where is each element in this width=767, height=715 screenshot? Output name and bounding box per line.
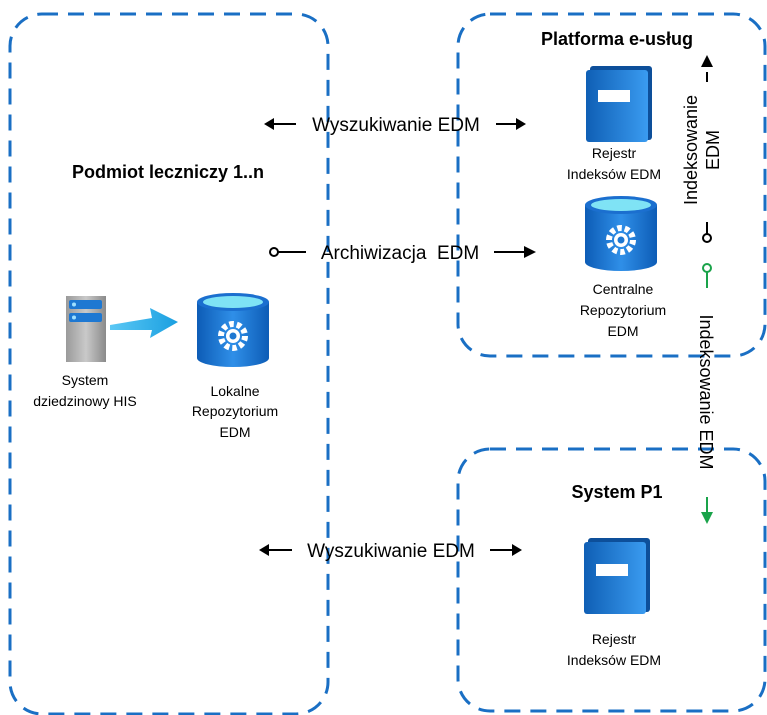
- book-icon: [584, 538, 650, 614]
- local-repo-label-line1: Lokalne: [210, 383, 259, 399]
- region-platforma-box: [456, 12, 767, 358]
- index-down-connector: [701, 263, 713, 524]
- local-repo-label-line3: EDM: [219, 424, 250, 440]
- central-repo-label-line1: Centralne: [593, 281, 654, 297]
- database-icon: [585, 196, 657, 271]
- index-up-label-line2: EDM: [703, 130, 723, 170]
- registry-p1-label-line1: Rejestr: [592, 631, 637, 647]
- search-top-connector: [264, 118, 526, 130]
- book-icon: [586, 66, 652, 142]
- index-down-label: Indeksowanie EDM: [696, 314, 716, 469]
- archive-label: Archiwizacja EDM: [321, 243, 479, 264]
- his-label-line1: System: [62, 372, 109, 388]
- archive-connector: [269, 246, 536, 258]
- region-podmiot-box: [8, 12, 330, 715]
- local-repo-label-line2: Repozytorium: [192, 403, 278, 419]
- central-repo-label-line3: EDM: [607, 323, 638, 339]
- server-icon: [66, 296, 106, 362]
- database-icon: [197, 293, 269, 367]
- search-top-label: Wyszukiwanie EDM: [312, 115, 480, 136]
- search-bottom-label: Wyszukiwanie EDM: [307, 541, 475, 562]
- index-up-label-line1: Indeksowanie: [681, 95, 701, 205]
- registry-platform-label-line1: Rejestr: [592, 145, 637, 161]
- region-p1-title: System P1: [571, 482, 662, 502]
- region-platforma-title: Platforma e-usług: [541, 29, 693, 49]
- his-to-repo-arrow: [110, 308, 178, 338]
- registry-platform-label-line2: Indeksów EDM: [567, 166, 661, 182]
- region-podmiot-title: Podmiot leczniczy 1..n: [72, 162, 264, 182]
- central-repo-label-line2: Repozytorium: [580, 302, 666, 318]
- index-up-connector: [701, 55, 713, 243]
- region-p1-box: [456, 447, 767, 713]
- his-label-line2: dziedzinowy HIS: [33, 393, 137, 409]
- search-bottom-connector: [259, 544, 522, 556]
- registry-p1-label-line2: Indeksów EDM: [567, 652, 661, 668]
